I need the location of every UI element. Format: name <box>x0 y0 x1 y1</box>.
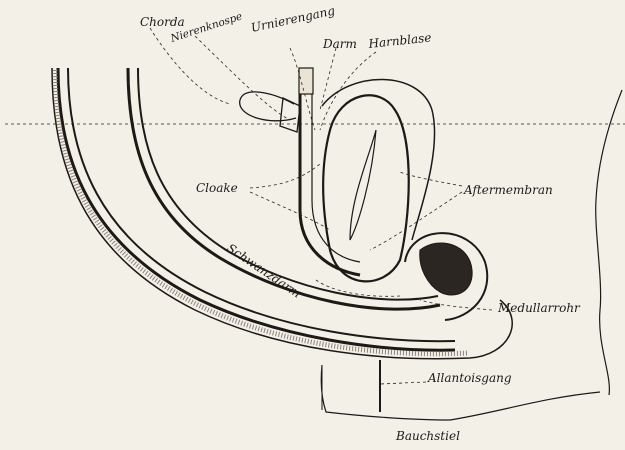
darm-stub <box>299 68 313 94</box>
label-bauchstiel: Bauchstiel <box>395 429 460 443</box>
label-urnierengang: Urnierengang <box>250 3 337 35</box>
tail-gut <box>420 243 472 295</box>
label-cloake: Cloake <box>196 181 238 195</box>
label-harnblase: Harnblase <box>367 30 432 51</box>
label-medullarrohr: Medullarrohr <box>497 301 581 315</box>
bladder-loop <box>322 79 435 240</box>
label-allantoisgang: Allantoisgang <box>427 371 512 385</box>
label-chorda: Chorda <box>140 15 185 29</box>
kidney-bud <box>240 92 296 121</box>
body-outline <box>596 90 622 395</box>
label-darm: Darm <box>322 37 357 51</box>
medullary-tube-hatch <box>55 70 468 354</box>
label-schwanzdarm: Schwanzdarm <box>224 241 303 301</box>
mesonephric-duct <box>280 98 300 132</box>
anal-membrane <box>350 130 376 240</box>
label-aftermembran: Aftermembran <box>463 183 553 197</box>
neural-curve-outer <box>128 68 440 309</box>
neural-curve-inner <box>138 68 438 300</box>
